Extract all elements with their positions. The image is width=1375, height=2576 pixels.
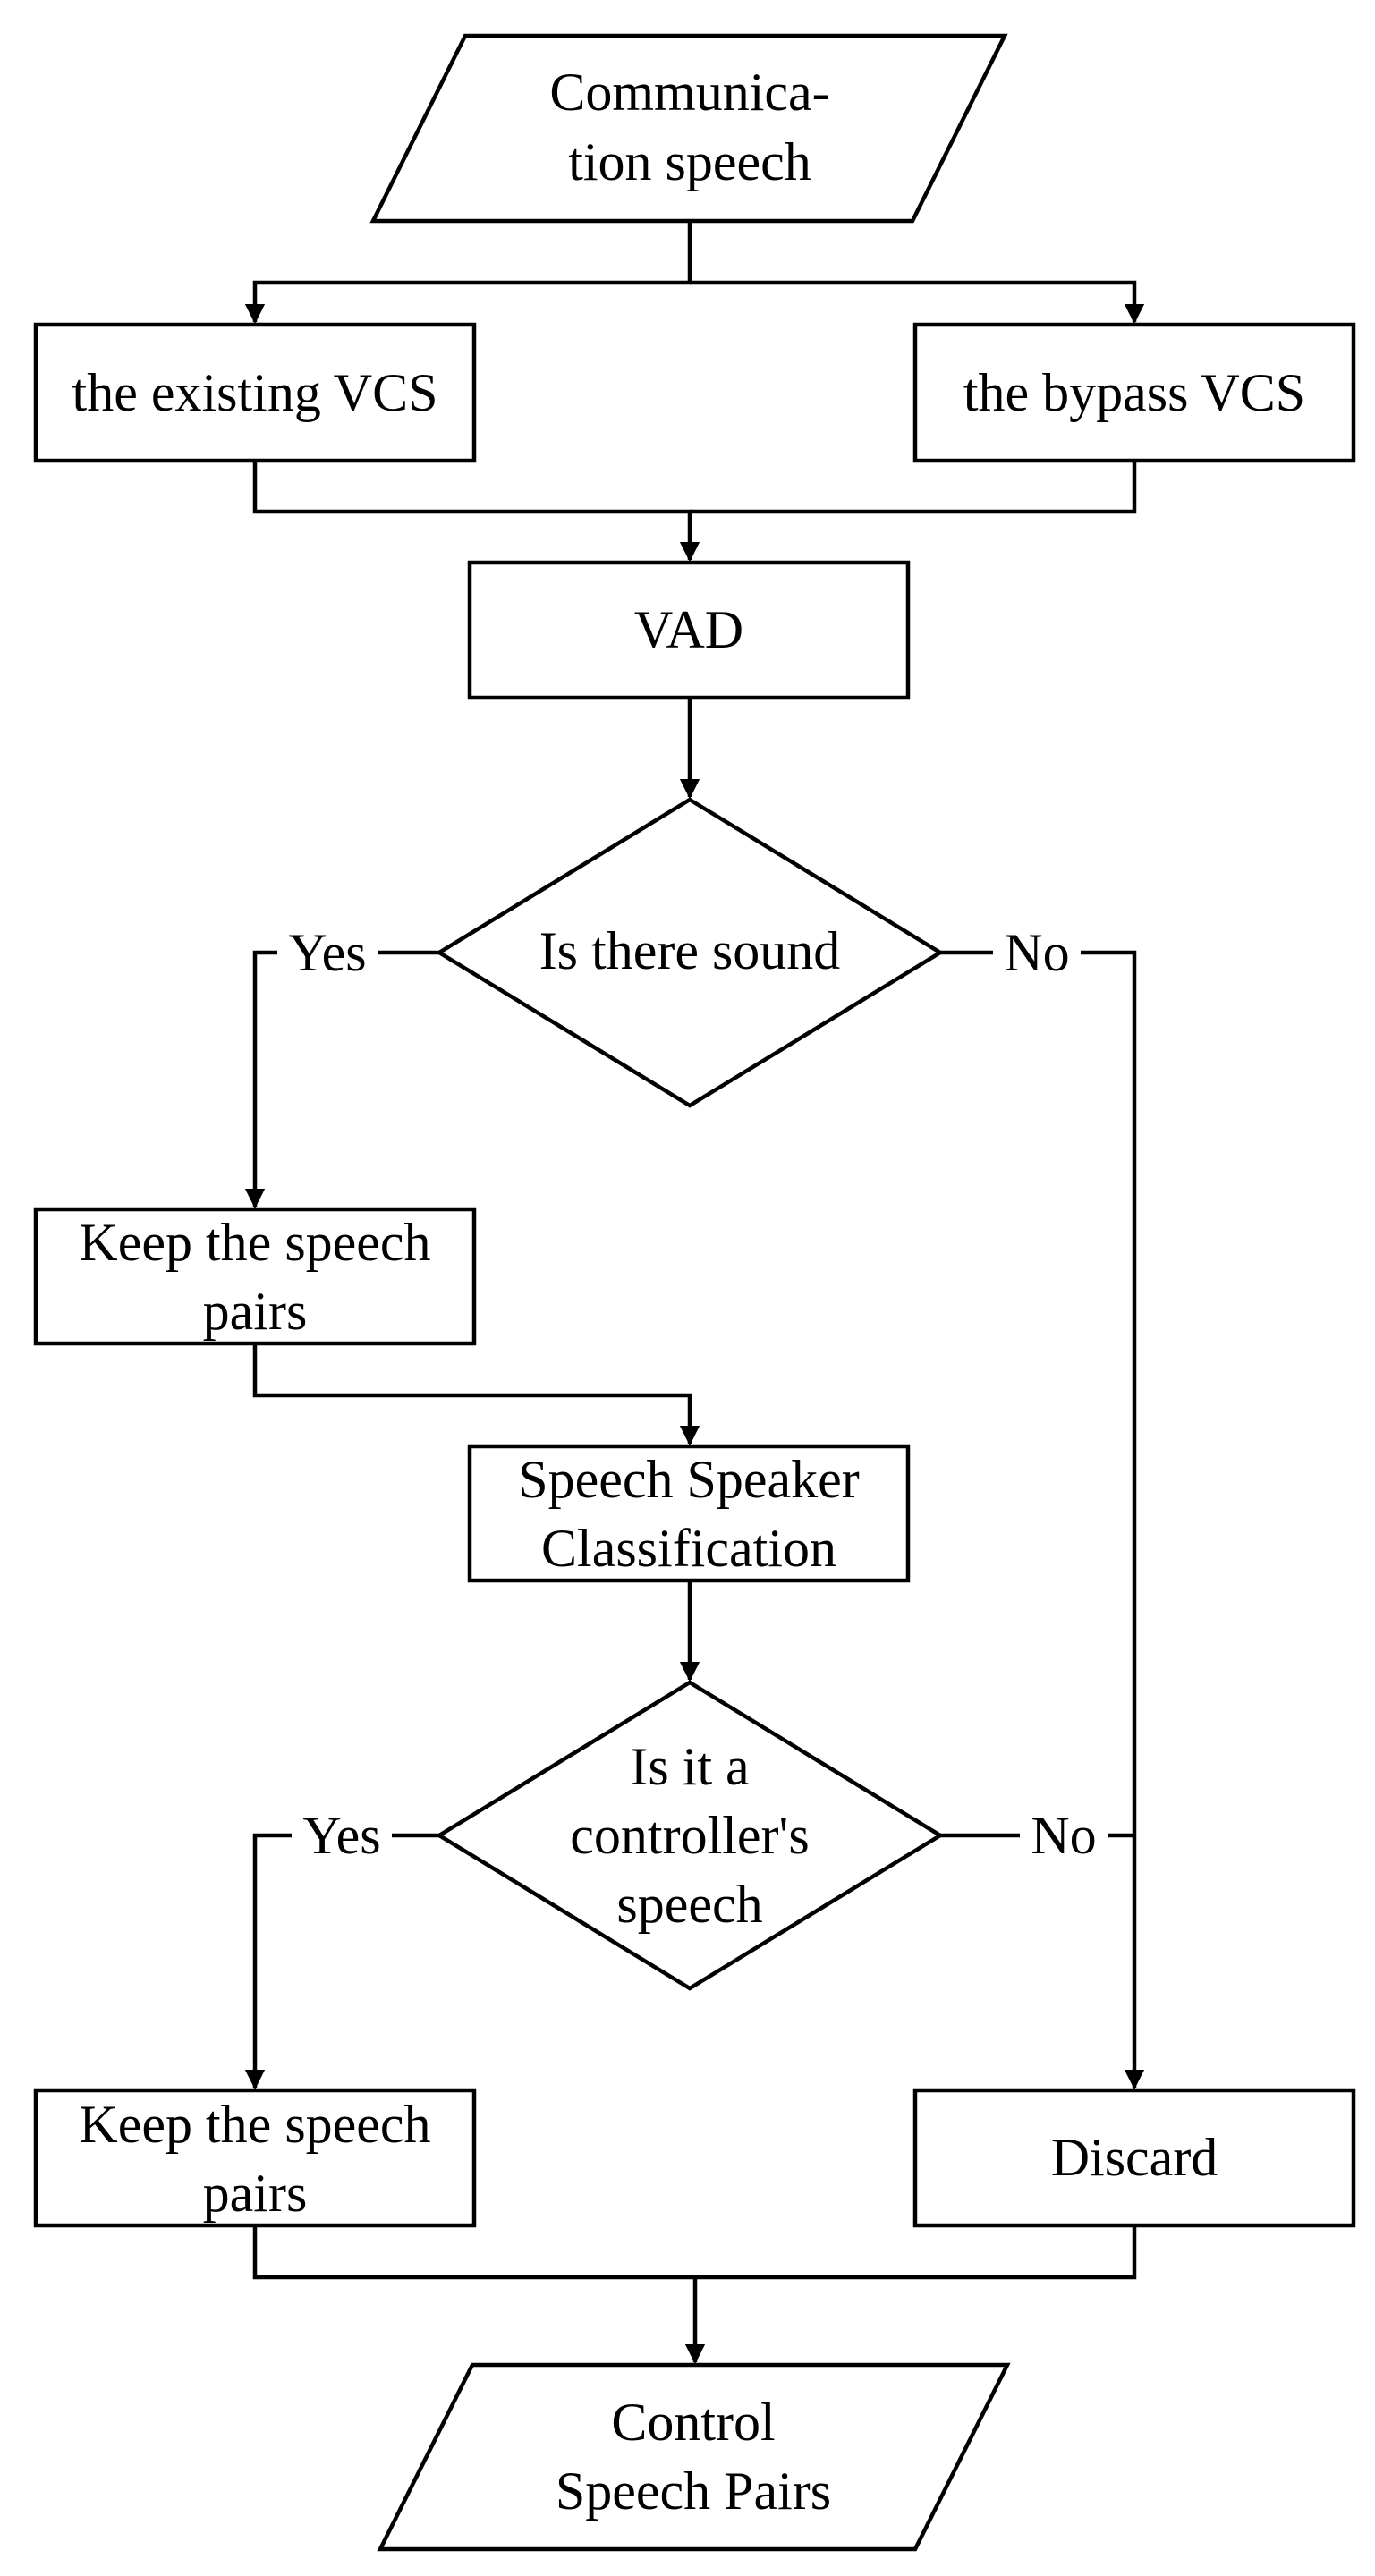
edge-discard-to-output xyxy=(695,2225,1137,2280)
label-controller-no: No xyxy=(1031,1806,1096,1865)
edge-controller-yes xyxy=(244,1833,439,2090)
input-line-2: tion speech xyxy=(568,132,811,191)
keep-pairs-1-node: Keep the speech pairs xyxy=(33,1207,477,1346)
edge-input-to-existing-vcs xyxy=(244,221,692,325)
edge-labels: Yes No Yes No xyxy=(277,923,1108,1865)
sound-decision-label: Is there sound xyxy=(539,921,841,980)
vad-node: VAD xyxy=(467,560,911,700)
keep-pairs-1-line-2: pairs xyxy=(203,1282,308,1341)
classification-line-2: Classification xyxy=(541,1519,836,1578)
edge-sound-no xyxy=(940,950,1145,2090)
input-line-1: Communica- xyxy=(549,63,829,122)
controller-decision-node: Is it a controller's speech xyxy=(435,1680,945,1991)
keep-pairs-2-line-2: pairs xyxy=(203,2164,308,2223)
bypass-vcs-label: the bypass VCS xyxy=(963,363,1305,422)
discard-node: Discard xyxy=(912,2088,1356,2228)
bypass-vcs-node: the bypass VCS xyxy=(912,322,1356,463)
existing-vcs-node: the existing VCS xyxy=(33,322,477,463)
edge-input-to-bypass-vcs xyxy=(690,280,1145,325)
sound-decision-node: Is there sound xyxy=(435,797,945,1108)
output-line-1: Control xyxy=(611,2393,775,2452)
output-line-2: Speech Pairs xyxy=(556,2462,831,2521)
edge-existing-vcs-to-vad xyxy=(252,461,700,563)
edge-keep-pairs-1-to-classification xyxy=(252,1343,700,1446)
classification-node: Speech Speaker Classification xyxy=(467,1444,911,1583)
vad-label: VAD xyxy=(634,600,743,659)
input-node: Communica- tion speech xyxy=(369,33,1008,224)
controller-decision-line-2: controller's xyxy=(570,1806,809,1865)
discard-label: Discard xyxy=(1051,2128,1218,2187)
edge-sound-yes xyxy=(244,950,439,1209)
edge-keep-pairs-2-to-output xyxy=(252,2225,706,2365)
keep-pairs-2-line-1: Keep the speech xyxy=(79,2095,430,2154)
existing-vcs-label: the existing VCS xyxy=(72,363,438,422)
classification-line-1: Speech Speaker xyxy=(518,1450,860,1509)
controller-decision-line-3: speech xyxy=(616,1875,762,1934)
output-node: Control Speech Pairs xyxy=(377,2362,1011,2552)
label-controller-yes: Yes xyxy=(302,1806,380,1865)
edge-bypass-vcs-to-vad xyxy=(690,461,1137,514)
keep-pairs-2-node: Keep the speech pairs xyxy=(33,2088,477,2228)
controller-decision-line-1: Is it a xyxy=(630,1737,749,1796)
label-sound-no: No xyxy=(1004,923,1069,982)
label-sound-yes: Yes xyxy=(288,923,366,982)
keep-pairs-1-line-1: Keep the speech xyxy=(79,1213,430,1272)
